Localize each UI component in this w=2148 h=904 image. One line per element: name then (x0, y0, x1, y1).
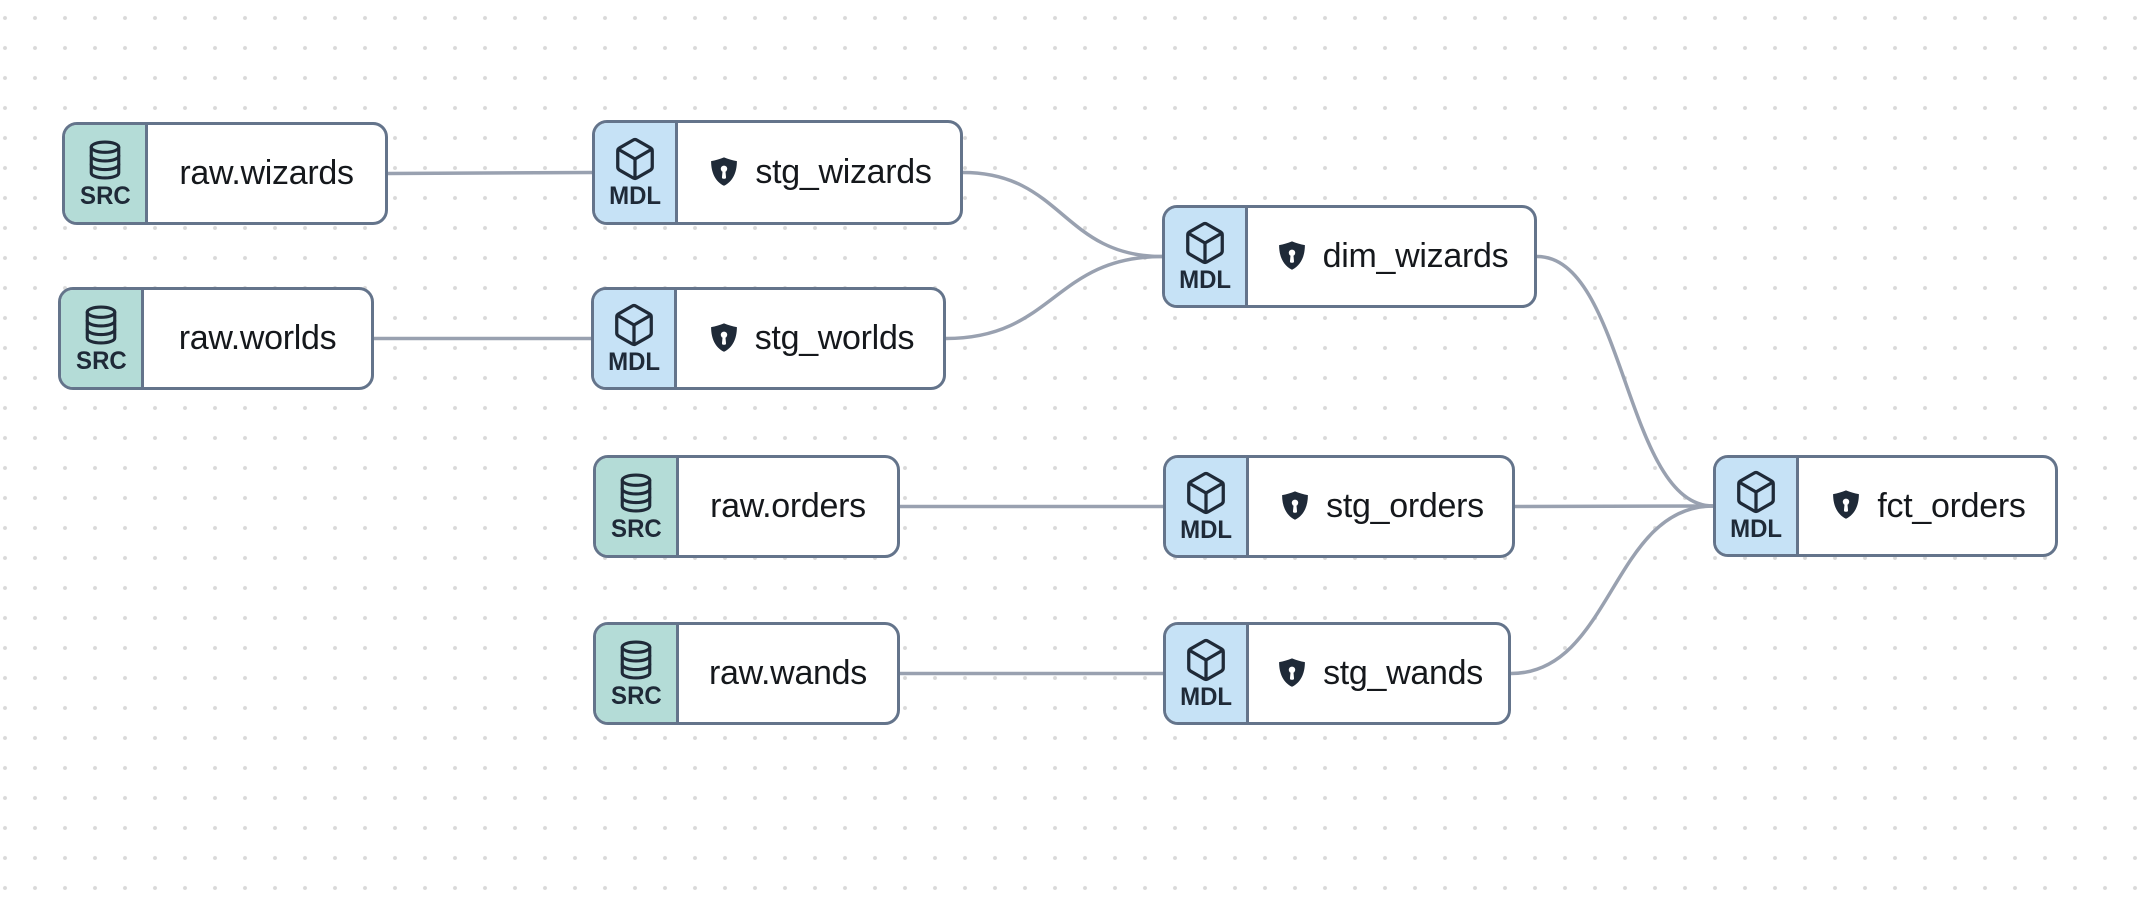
node-title: raw.worlds (178, 319, 337, 357)
source-badge: SRC (596, 625, 679, 722)
shield-keyhole-icon (1277, 489, 1313, 525)
node-type-label: MDL (1180, 515, 1232, 544)
shield-keyhole-icon (1828, 488, 1864, 524)
source-badge: SRC (596, 458, 679, 555)
node-title: raw.wizards (179, 154, 354, 192)
database-icon (79, 303, 123, 347)
node-body: stg_wizards (678, 123, 960, 222)
node-title: stg_worlds (754, 319, 915, 357)
database-icon (614, 638, 658, 682)
node-type-label: MDL (1730, 515, 1782, 544)
node-stg-wizards[interactable]: MDL stg_wizards (592, 120, 963, 225)
node-body: raw.wizards (148, 125, 385, 222)
node-raw-worlds[interactable]: SRC raw.worlds (58, 287, 374, 390)
edge-raw-wizards-to-stg-wizards (386, 170, 594, 176)
node-title: raw.wands (709, 654, 867, 692)
node-title: stg_orders (1326, 487, 1484, 525)
node-type-label: SRC (610, 514, 662, 543)
node-title: stg_wands (1323, 654, 1483, 692)
edge-stg-wands-to-fct-orders (1509, 504, 1715, 676)
node-title: fct_orders (1877, 486, 2026, 525)
node-title: raw.orders (710, 487, 866, 525)
source-badge: SRC (65, 125, 148, 222)
node-type-label: SRC (79, 181, 131, 210)
edge-stg-orders-to-fct-orders (1513, 504, 1715, 509)
node-title: stg_wizards (755, 153, 932, 191)
cube-icon (611, 302, 657, 348)
node-body: fct_orders (1799, 458, 2055, 554)
node-type-label: MDL (608, 347, 660, 376)
node-body: raw.wands (679, 625, 897, 722)
model-badge: MDL (1166, 458, 1249, 555)
node-body: stg_wands (1249, 625, 1508, 722)
model-badge: MDL (1716, 458, 1799, 554)
database-icon (614, 471, 658, 515)
node-body: stg_orders (1249, 458, 1512, 555)
node-body: stg_worlds (677, 290, 943, 387)
cube-icon (1183, 470, 1229, 516)
model-badge: MDL (1165, 208, 1248, 305)
node-stg-orders[interactable]: MDL stg_orders (1163, 455, 1515, 558)
cube-icon (1733, 469, 1779, 515)
node-stg-wands[interactable]: MDL stg_wands (1163, 622, 1511, 725)
source-badge: SRC (61, 290, 144, 387)
node-type-label: SRC (610, 681, 662, 710)
node-fct-orders[interactable]: MDL fct_orders (1713, 455, 2058, 557)
node-stg-worlds[interactable]: MDL stg_worlds (591, 287, 946, 390)
node-dim-wizards[interactable]: MDL dim_wizards (1162, 205, 1537, 308)
database-icon (83, 138, 127, 182)
model-badge: MDL (1166, 625, 1249, 722)
node-raw-orders[interactable]: SRC raw.orders (593, 455, 900, 558)
node-type-label: SRC (75, 346, 127, 375)
shield-keyhole-icon (706, 321, 742, 357)
edge-stg-wizards-to-dim-wizards (961, 170, 1164, 259)
shield-keyhole-icon (1274, 656, 1310, 692)
node-type-label: MDL (609, 181, 661, 210)
edge-stg-worlds-to-dim-wizards (944, 254, 1164, 341)
cube-icon (1182, 220, 1228, 266)
node-type-label: MDL (1180, 682, 1232, 711)
shield-keyhole-icon (706, 155, 742, 191)
node-body: raw.orders (679, 458, 897, 555)
node-type-label: MDL (1179, 265, 1231, 294)
node-title: dim_wizards (1322, 237, 1509, 275)
edge-dim-wizards-to-fct-orders (1535, 254, 1715, 508)
cube-icon (612, 136, 658, 182)
shield-keyhole-icon (1274, 239, 1310, 275)
cube-icon (1183, 637, 1229, 683)
node-body: dim_wizards (1248, 208, 1534, 305)
model-badge: MDL (595, 123, 678, 222)
node-body: raw.worlds (144, 290, 371, 387)
node-raw-wands[interactable]: SRC raw.wands (593, 622, 900, 725)
model-badge: MDL (594, 290, 677, 387)
node-raw-wizards[interactable]: SRC raw.wizards (62, 122, 388, 225)
